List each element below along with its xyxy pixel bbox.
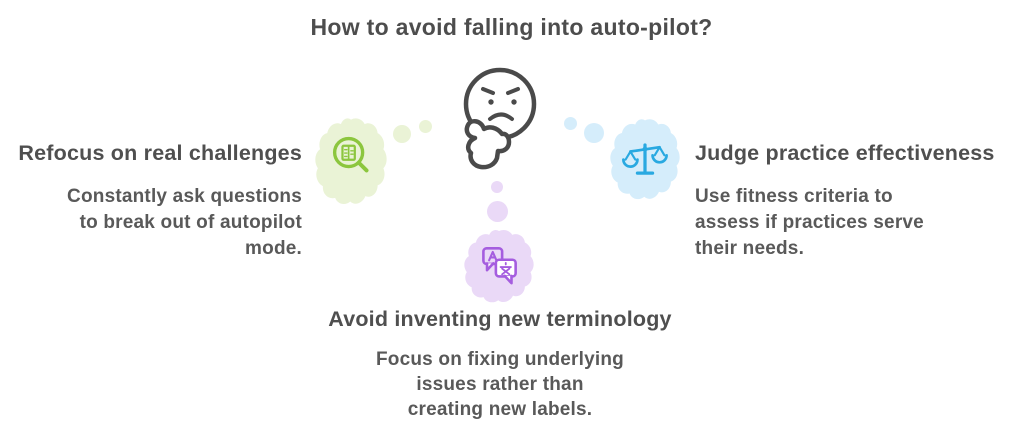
right-body-line-3: their needs. [695,238,805,259]
bottom-branch-heading: Avoid inventing new terminology [328,307,672,331]
left-body-line-1: Constantly ask questions [67,186,302,207]
thought-bubble-purple-small [491,181,503,193]
thought-bubble-green-large [393,125,411,143]
balance-scales-icon [618,129,672,187]
thinking-face-icon [450,62,550,182]
bottom-branch-body: Focus on fixing underlying issues rather… [0,347,1000,422]
page-title: How to avoid falling into auto-pilot? [310,14,713,40]
left-branch-body: Constantly ask questions to break out of… [2,184,302,262]
thought-bubble-blue-large [584,123,604,143]
blue-thought-blob [610,117,680,201]
thought-bubble-green-small [419,120,432,133]
left-body-line-2: to break out of autopilot [79,212,302,233]
translation-bubbles-icon [473,239,525,293]
thought-bubble-purple-large [487,201,508,222]
left-body-line-3: mode. [245,238,302,259]
purple-thought-blob [464,228,534,304]
right-branch-body: Use fitness criteria to assess if practi… [695,184,995,262]
thought-bubble-blue-small [564,117,577,130]
green-thought-blob [315,116,387,206]
bottom-body-line-3: creating new labels. [407,399,593,420]
right-body-line-2: assess if practices serve [695,212,924,233]
right-body-line-1: Use fitness criteria to [695,186,893,207]
bottom-body-line-2: issues rather than [416,374,584,395]
left-branch-heading: Refocus on real challenges [18,141,302,165]
bottom-body-line-1: Focus on fixing underlying [376,349,624,370]
magnifying-glass-document-icon [324,129,380,185]
right-branch-heading: Judge practice effectiveness [695,141,995,165]
